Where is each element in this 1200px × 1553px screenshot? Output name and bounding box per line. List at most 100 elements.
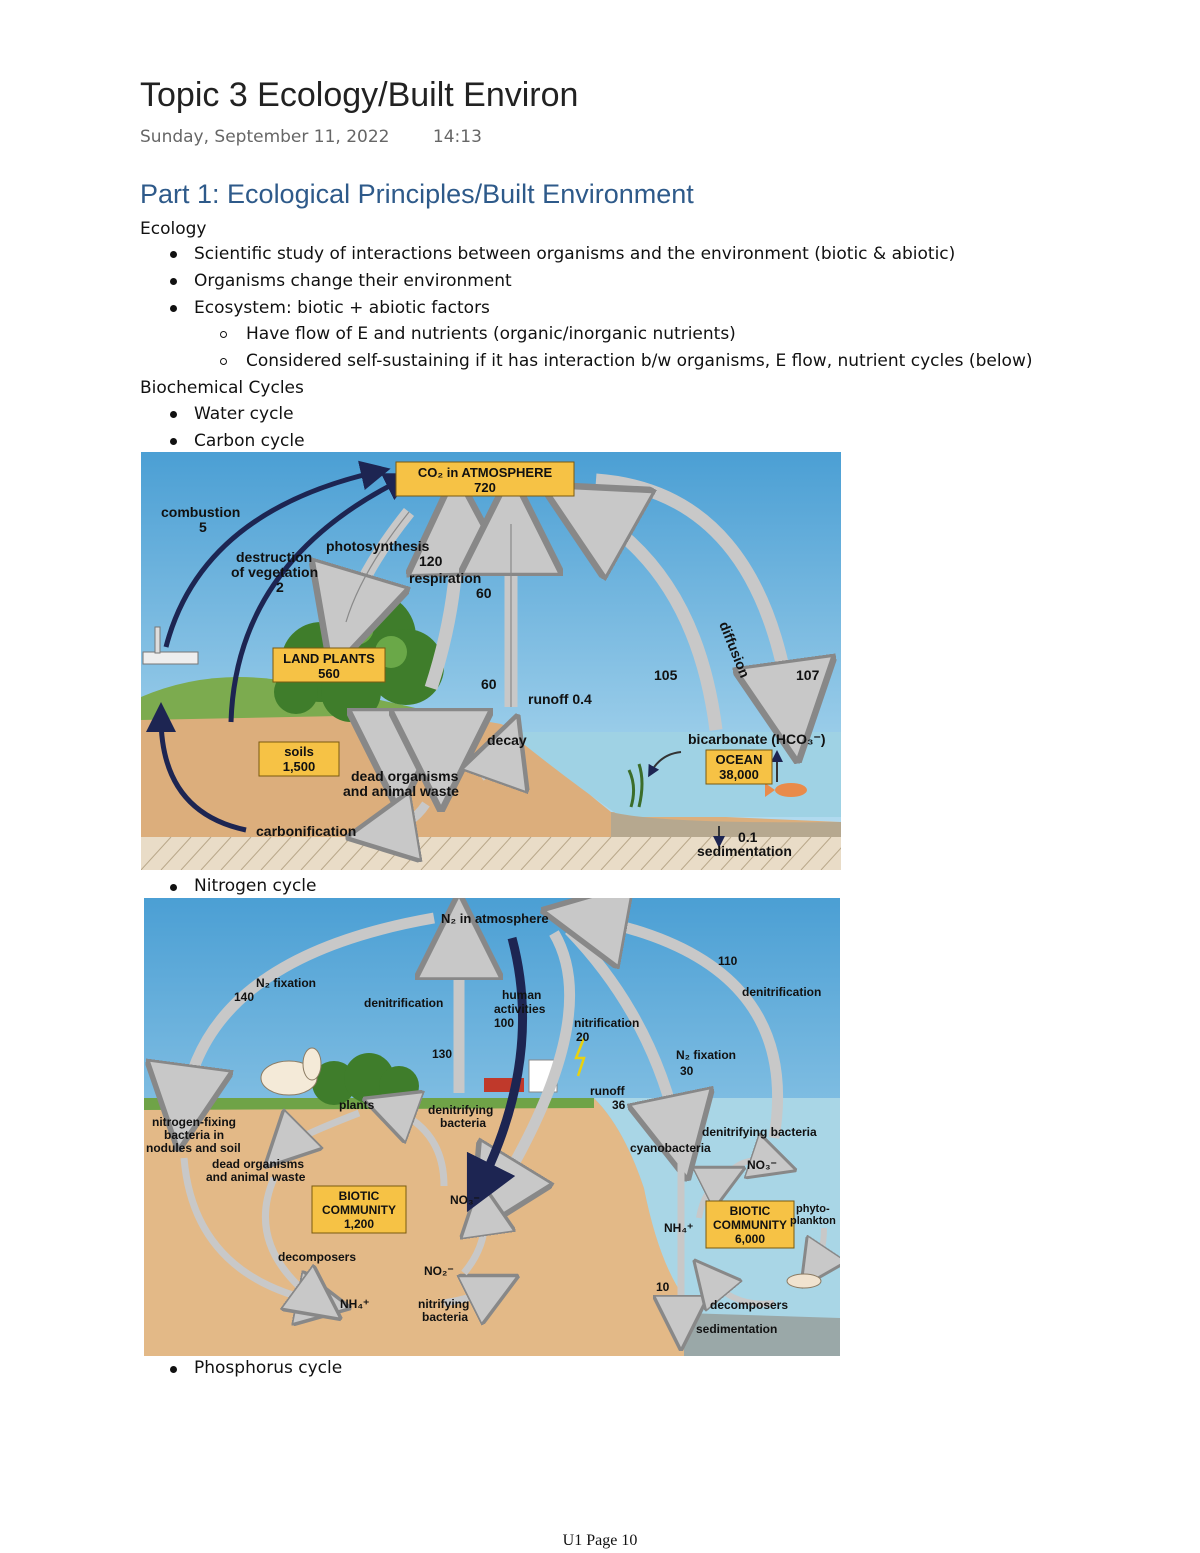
co2-box-value: 720: [474, 480, 496, 495]
page-timestamp: Sunday, September 11, 2022 14:13: [140, 127, 482, 147]
diffusion-value-right: 107: [796, 667, 820, 683]
sub-list-item: Have flow of E and nutrients (organic/in…: [246, 324, 736, 344]
nitrification-label: nitrification: [574, 1016, 639, 1030]
dead-organisms-label: dead organisms: [212, 1157, 304, 1171]
bullet-dot: [170, 305, 177, 312]
human-activities-label-2: activities: [494, 1002, 546, 1016]
page-time: 14:13: [432, 127, 482, 147]
decay-label: decay: [487, 732, 527, 748]
bullet-dot: [170, 438, 177, 445]
bullet-dot: [170, 251, 177, 258]
dead-organisms-label-2: and animal waste: [343, 783, 459, 799]
ocean-nh4-label: NH₄⁺: [664, 1221, 693, 1235]
ocean-biotic-community-value: 6,000: [735, 1232, 765, 1246]
ocean-label: OCEAN: [716, 752, 763, 767]
list-item: Water cycle: [194, 404, 294, 424]
diffusion-value-left: 105: [654, 667, 678, 683]
denitrification-value: 130: [432, 1047, 452, 1061]
sub-list-item: Considered self-sustaining if it has int…: [246, 351, 1033, 371]
page-footer: U1 Page 10: [562, 1532, 638, 1549]
denitrifying-bacteria-ocean-label: denitrifying bacteria: [702, 1125, 817, 1139]
list-item: Scientific study of interactions between…: [194, 244, 956, 264]
dead-organisms-label-2: and animal waste: [206, 1170, 306, 1184]
nitrogen-cycle-diagram: N₂ in atmosphere N₂ fixation 140 denitri…: [144, 898, 840, 1356]
list-item: Carbon cycle: [194, 431, 305, 451]
sedimentation-value: 0.1: [738, 829, 758, 845]
biotic-community-value: 1,200: [344, 1217, 374, 1231]
nitrogen-fixing-label-3: nodules and soil: [146, 1141, 241, 1155]
ecology-label: Ecology: [140, 219, 207, 239]
list-item: Nitrogen cycle: [194, 876, 317, 896]
n2-fixation-value: 140: [234, 990, 254, 1004]
carbonification-label: carbonification: [256, 823, 356, 839]
cycles-label: Biochemical Cycles: [140, 378, 304, 398]
photosynthesis-label: photosynthesis: [326, 538, 430, 554]
bullet-dot: [170, 278, 177, 285]
decay-value: 60: [481, 676, 497, 692]
no3-label: NO₃⁻: [450, 1193, 480, 1207]
ocean-value: 38,000: [719, 767, 759, 782]
ocean-sedimentation-label: sedimentation: [696, 1322, 777, 1336]
nitrifying-bacteria-label-2: bacteria: [422, 1310, 468, 1324]
plants-label: plants: [339, 1098, 375, 1112]
soils-value: 1,500: [283, 759, 316, 774]
human-activities-value: 100: [494, 1016, 514, 1030]
sub-bullet-ring: [220, 358, 227, 365]
ocean-n2-fixation-label: N₂ fixation: [676, 1048, 736, 1062]
bicarbonate-label: bicarbonate (HCO₃⁻): [688, 731, 826, 747]
sub-bullet-ring: [220, 331, 227, 338]
nitrification-value: 20: [576, 1030, 590, 1044]
denitrifying-bacteria-label-2: bacteria: [440, 1116, 486, 1130]
page-date: Sunday, September 11, 2022: [140, 127, 390, 147]
denitrification-label: denitrification: [364, 996, 443, 1010]
combustion-label: combustion: [161, 504, 240, 520]
decomposers-label: decomposers: [278, 1250, 356, 1264]
bullet-dot: [170, 1366, 177, 1373]
respiration-value: 60: [476, 585, 492, 601]
list-item: Ecosystem: biotic + abiotic factors: [194, 298, 490, 318]
soils-label: soils: [284, 744, 314, 759]
denitrification-right-label: denitrification: [742, 985, 821, 999]
no2-label: NO₂⁻: [424, 1264, 454, 1278]
phytoplankton-label: phyto-: [796, 1203, 830, 1215]
human-activities-label: human: [502, 988, 541, 1002]
sedimentation-label: sedimentation: [697, 843, 792, 859]
bullet-dot: [170, 411, 177, 418]
page-title: Topic 3 Ecology/Built Environ: [140, 76, 579, 114]
phytoplankton-label-2: plankton: [790, 1215, 836, 1227]
nh4-label: NH₄⁺: [340, 1297, 369, 1311]
denitrifying-bacteria-label: denitrifying: [428, 1103, 493, 1117]
nitrogen-fixing-label: nitrogen-fixing: [152, 1115, 236, 1129]
n2-fixation-label: N₂ fixation: [256, 976, 316, 990]
co2-box-label: CO₂ in ATMOSPHERE: [418, 465, 553, 480]
biotic-community-label-2: COMMUNITY: [322, 1203, 396, 1217]
respiration-label: respiration: [409, 570, 481, 586]
land-plants-value: 560: [318, 666, 340, 681]
ocean-biotic-community-label-2: COMMUNITY: [713, 1218, 787, 1232]
ocean-n2-fixation-value: 30: [680, 1064, 694, 1078]
denitrification-right-value: 110: [718, 954, 738, 968]
bullet-dot: [170, 884, 177, 891]
carbon-cycle-diagram: CO₂ in ATMOSPHERE 720 combustion 5 destr…: [140, 452, 852, 871]
photosynthesis-value: 120: [419, 553, 443, 569]
runoff-label: runoff 0.4: [528, 691, 592, 707]
dead-organisms-label: dead organisms: [351, 768, 459, 784]
ocean-biotic-community-label: BIOTIC: [730, 1204, 771, 1218]
section-heading: Part 1: Ecological Principles/Built Envi…: [140, 179, 694, 209]
land-plants-label: LAND PLANTS: [283, 651, 375, 666]
runoff-label: runoff: [590, 1084, 626, 1098]
destruction-value: 2: [276, 579, 284, 595]
ocean-decomposers-label: decomposers: [710, 1298, 788, 1312]
destruction-label: destruction: [236, 549, 312, 565]
nitrogen-fixing-label-2: bacteria in: [164, 1128, 224, 1142]
list-item: Phosphorus cycle: [194, 1358, 343, 1378]
biotic-community-label: BIOTIC: [339, 1189, 380, 1203]
destruction-label-2: of vegetation: [231, 564, 318, 580]
nitrifying-bacteria-label: nitrifying: [418, 1297, 469, 1311]
ocean-no3-label: NO₃⁻: [747, 1158, 777, 1172]
combustion-value: 5: [199, 519, 207, 535]
list-item: Organisms change their environment: [194, 271, 512, 291]
runoff-value: 36: [612, 1098, 626, 1112]
ocean-sedimentation-value: 10: [656, 1280, 670, 1294]
n2-atmosphere-label: N₂ in atmosphere: [441, 911, 549, 926]
